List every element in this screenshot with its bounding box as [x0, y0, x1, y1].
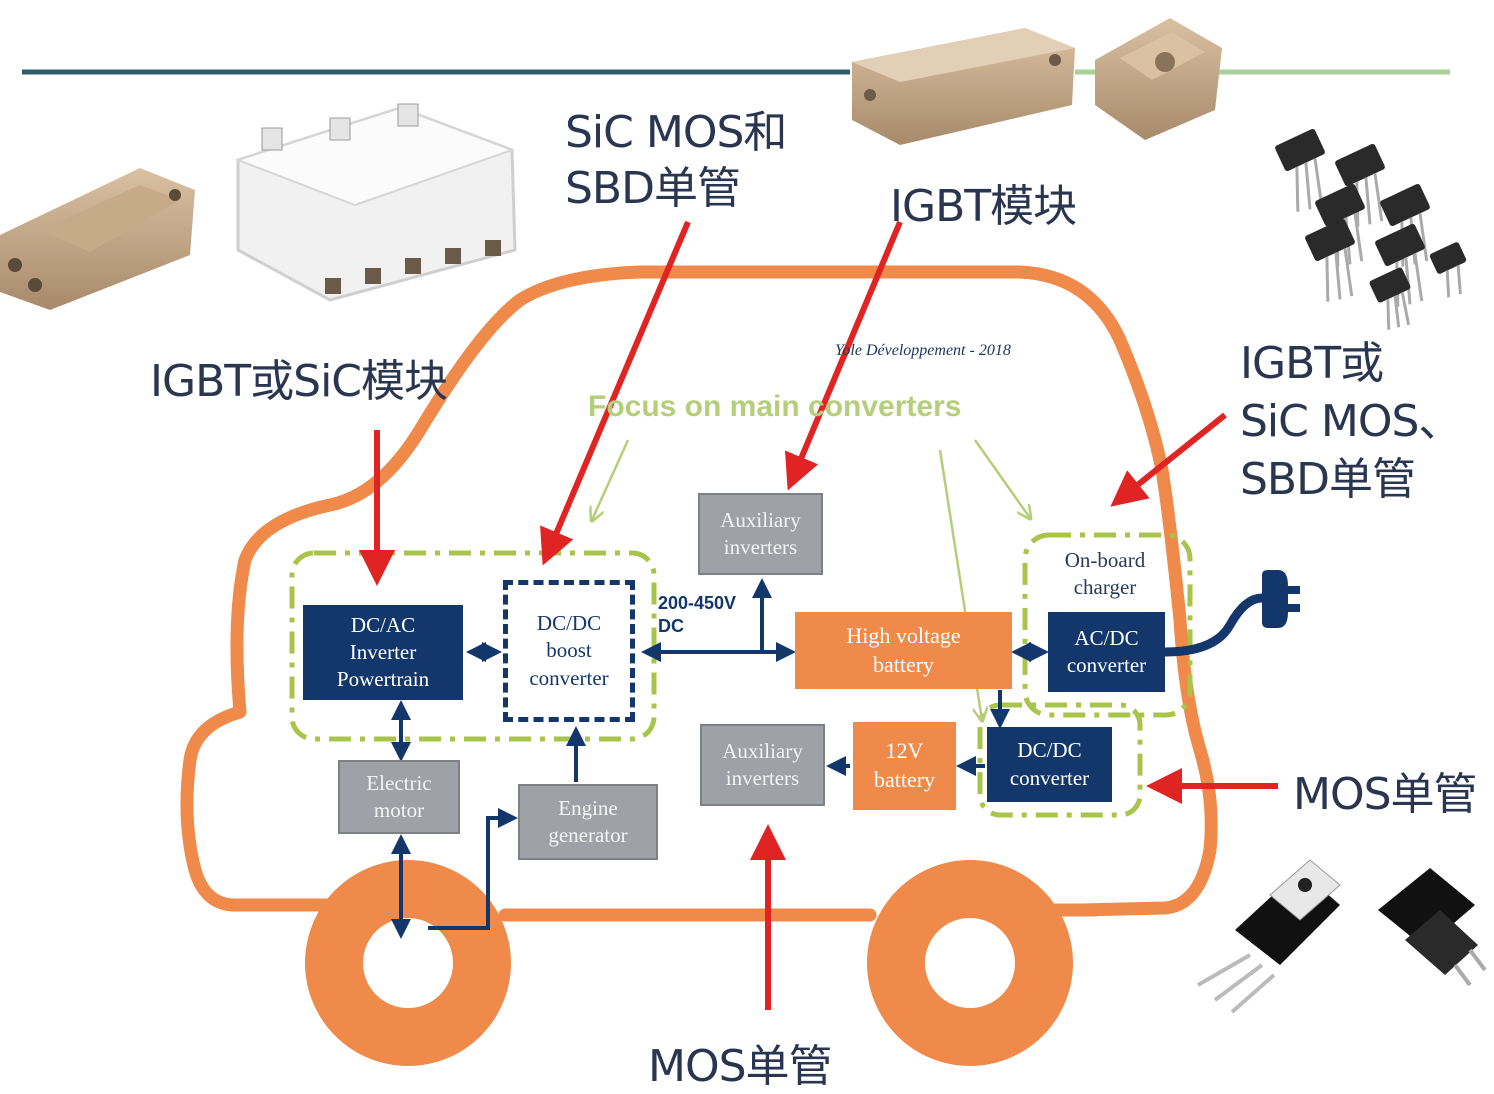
- block-aux-top-line1: Auxiliary: [720, 507, 801, 532]
- focus-caption: Focus on main converters: [588, 390, 962, 423]
- sic-module-photo-white: [234, 103, 517, 302]
- block-dc-dc-converter: DC/DC converter: [987, 727, 1112, 802]
- red-arrow-sic-mos-sbd: [540, 220, 691, 566]
- block-motor-line1: Electric: [366, 770, 432, 795]
- block-hv-line2: battery: [872, 651, 935, 677]
- voltage-label: 200-450V DC: [658, 592, 736, 637]
- link-wheel-engine: [428, 808, 518, 930]
- block-boost-line3: converter: [529, 665, 609, 690]
- block-12v-battery: 12V battery: [853, 722, 956, 810]
- label-igbt-or-sic-line3: SBD单管: [1240, 454, 1416, 505]
- block-motor-line2: motor: [373, 798, 425, 822]
- block-12v-line1: 12V: [885, 738, 924, 764]
- block-high-voltage-battery: High voltage battery: [795, 612, 1012, 689]
- block-inverter-line1: DC/AC: [350, 612, 416, 637]
- block-ac-dc-converter: AC/DC converter: [1048, 612, 1165, 692]
- igbt-module-photo-small: [1095, 18, 1222, 140]
- label-igbt-or-sic-module: IGBT或SiC模块: [150, 356, 448, 407]
- igbt-module-photo-top: [852, 28, 1075, 145]
- block-engine-line2: generator: [548, 823, 628, 847]
- block-boost-line1: DC/DC: [536, 611, 602, 636]
- red-arrow-igbt-or-sic: [1110, 412, 1227, 507]
- red-arrow-igbt-module: [784, 220, 903, 491]
- voltage-label-line1: 200-450V: [658, 593, 737, 613]
- block-charger-line1: On-board: [1064, 547, 1146, 572]
- group-dcdc: [977, 702, 1143, 818]
- block-on-board-charger: On-board charger: [1045, 540, 1165, 608]
- car-outline: [180, 265, 1218, 917]
- block-acdc-line1: AC/DC: [1074, 625, 1139, 650]
- plug-icon: [1262, 570, 1300, 628]
- block-hv-line1: High voltage: [846, 622, 961, 648]
- block-inverter-line3: Powertrain: [336, 667, 430, 692]
- label-igbt-module: IGBT模块: [890, 181, 1077, 232]
- wheel-rear: [867, 860, 1073, 1066]
- block-aux-bottom-line2: inverters: [725, 766, 800, 790]
- to247-transistors-photo: [1275, 129, 1467, 330]
- block-aux-bottom-line1: Auxiliary: [722, 738, 803, 763]
- d2pak-transistor-photo: [1378, 868, 1487, 987]
- focus-arrow-1: [592, 439, 630, 520]
- label-mos-discrete-bottom: MOS单管: [648, 1041, 833, 1092]
- block-dc-ac-inverter: DC/AC Inverter Powertrain: [303, 605, 463, 700]
- block-charger-line2: charger: [1073, 575, 1137, 599]
- label-igbt-or-sic-discrete: IGBT或 SiC MOS、 SBD单管: [1240, 335, 1462, 509]
- label-igbt-or-sic-line1: IGBT或: [1240, 338, 1384, 389]
- label-mos-discrete-right: MOS单管: [1293, 769, 1478, 820]
- label-sic-mos-sbd-line1: SiC MOS和: [565, 107, 787, 158]
- block-auxiliary-inverters-top: Auxiliary inverters: [698, 493, 823, 575]
- wheel-front: [305, 860, 511, 1066]
- block-12v-line2: battery: [873, 767, 936, 792]
- group-charger: [1022, 532, 1193, 718]
- label-igbt-or-sic-line2: SiC MOS、: [1240, 396, 1462, 447]
- plug-cable: [1160, 593, 1267, 657]
- voltage-label-line2: DC: [658, 615, 684, 636]
- block-dc-dc-boost: DC/DC boost converter: [503, 580, 635, 722]
- block-dcdc-line1: DC/DC: [1017, 738, 1082, 763]
- source-credit: Yole Développement - 2018: [835, 342, 1011, 359]
- igbt-module-photo-left: [0, 168, 195, 310]
- block-acdc-line2: converter: [1066, 653, 1147, 677]
- block-engine-line1: Engine: [558, 795, 618, 820]
- label-sic-mos-sbd: SiC MOS和 SBD单管: [565, 105, 787, 217]
- block-engine-generator: Engine generator: [518, 784, 658, 860]
- block-aux-top-line2: inverters: [723, 535, 798, 559]
- focus-arrow-3: [973, 439, 1030, 518]
- block-inverter-line2: Inverter: [349, 639, 417, 664]
- to220-transistor-photo: [1197, 859, 1341, 1014]
- label-sic-mos-sbd-line2: SBD单管: [565, 163, 741, 214]
- block-auxiliary-inverters-bottom: Auxiliary inverters: [700, 724, 825, 806]
- block-electric-motor: Electric motor: [338, 760, 460, 834]
- block-dcdc-line2: converter: [1009, 765, 1090, 790]
- block-boost-line2: boost: [546, 638, 592, 663]
